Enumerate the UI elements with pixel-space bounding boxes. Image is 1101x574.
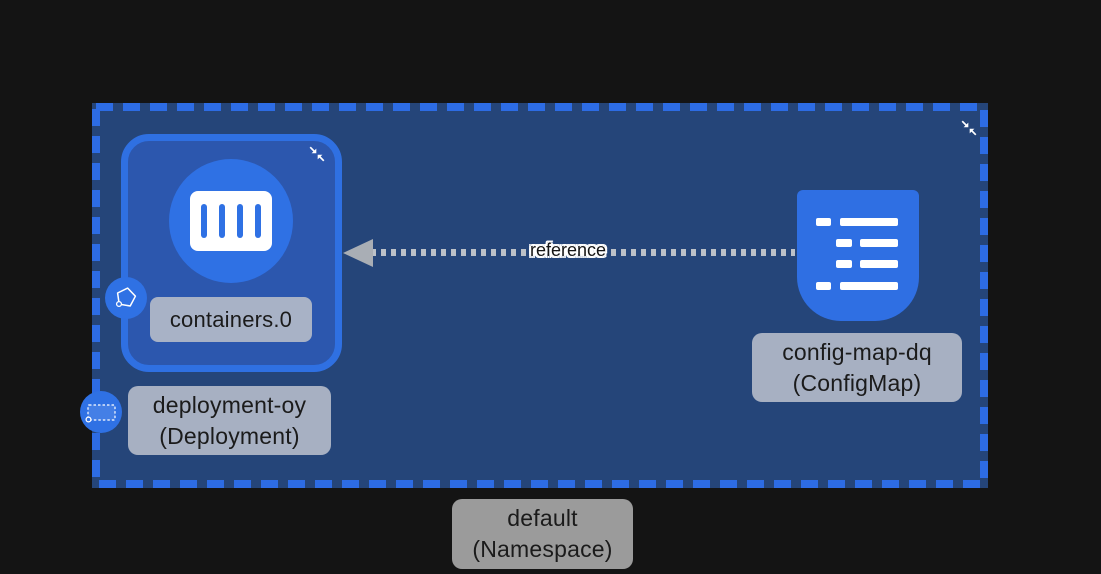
configmap-node-label[interactable]: config-map-dq (ConfigMap)	[752, 333, 962, 402]
collapse-icon[interactable]	[307, 144, 327, 164]
pod-badge[interactable]	[105, 277, 147, 319]
deployment-badge[interactable]	[80, 391, 122, 433]
pod-pentagon-icon	[115, 287, 137, 308]
edge-label[interactable]: reference	[529, 240, 607, 260]
namespace-kind-text: (Namespace)	[472, 536, 613, 562]
deployment-node-label[interactable]: deployment-oy (Deployment)	[128, 386, 331, 455]
reference-edge[interactable]	[371, 249, 795, 256]
configmap-kind-text: (ConfigMap)	[792, 369, 922, 396]
configmap-name-text: config-map-dq	[782, 338, 932, 365]
container-name-text: containers.0	[169, 306, 293, 332]
namespace-name-text: default	[507, 505, 578, 531]
namespace-node-label[interactable]: default (Namespace)	[452, 499, 633, 569]
deployment-dashed-rect-icon	[85, 404, 116, 423]
edge-arrowhead-icon	[343, 239, 373, 267]
deployment-kind-text: (Deployment)	[159, 422, 300, 449]
collapse-icon[interactable]	[959, 118, 979, 138]
container-node[interactable]	[169, 159, 293, 283]
deployment-name-text: deployment-oy	[152, 391, 307, 418]
container-node-label[interactable]: containers.0	[150, 297, 312, 342]
container-icon	[190, 191, 272, 251]
configmap-node[interactable]	[797, 190, 919, 321]
